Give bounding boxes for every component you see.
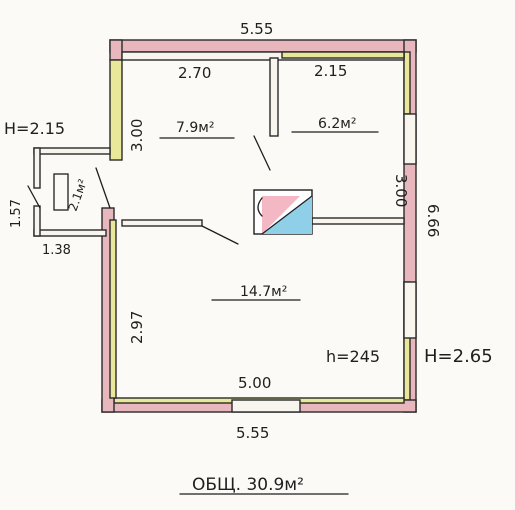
height-labels: H=2.15 h=245 H=2.65	[4, 119, 493, 367]
partition-vertical	[269, 57, 279, 137]
area-underlines	[159, 131, 379, 495]
dim-top-left-room: 2.70	[178, 64, 211, 82]
stove-fill-pink	[262, 196, 300, 234]
stove-diagonal	[261, 195, 313, 235]
dim-bottom-inner: 5.00	[238, 374, 271, 392]
left-lower-wall-inner	[109, 219, 117, 399]
dim-top-right-room: 2.15	[314, 62, 347, 80]
right-window-lower	[403, 281, 417, 339]
door-porch	[95, 167, 111, 209]
height-outer: H=2.65	[424, 346, 493, 367]
partition-left-horizontal	[121, 219, 203, 227]
left-upper-wall	[109, 59, 123, 161]
dim-right-upper: 3.00	[392, 174, 410, 207]
area-room-top-right: 6.2м²	[318, 116, 356, 132]
dim-porch-width: 1.38	[42, 243, 71, 258]
porch-door	[27, 185, 41, 209]
dim-bottom-outer: 5.55	[236, 424, 269, 442]
top-wall	[109, 39, 417, 53]
dim-top-outer: 5.55	[240, 20, 273, 38]
porch-left-wall-upper	[33, 147, 41, 189]
total-area: ОБЩ. 30.9м²	[192, 475, 304, 495]
right-wall-inner-upper	[403, 51, 411, 115]
stove-arc	[257, 197, 263, 217]
porch-bottom-wall	[33, 229, 107, 237]
right-window	[403, 113, 417, 165]
door-lower	[201, 225, 239, 245]
dimension-labels: 5.55 2.70 2.15 3.00 3.00 6.66 2.97 5.00 …	[9, 20, 442, 442]
partition-right-horizontal	[311, 217, 405, 225]
area-room-top-left: 7.9м²	[176, 120, 214, 136]
height-porch: H=2.15	[4, 119, 65, 138]
porch-steps	[53, 173, 69, 211]
doors	[95, 135, 271, 245]
dim-left-lower: 2.97	[128, 311, 146, 344]
dim-left-upper: 3.00	[128, 119, 146, 152]
height-inner: h=245	[326, 347, 380, 366]
porch-top-wall	[33, 147, 111, 155]
dim-right-total: 6.66	[424, 204, 442, 237]
exterior-walls	[101, 39, 417, 413]
dim-porch-height: 1.57	[9, 199, 24, 228]
left-wall-corner	[109, 39, 123, 61]
porch-left-wall-lower	[33, 205, 41, 237]
door-upper	[253, 135, 271, 171]
top-right-inner-wall	[281, 51, 405, 59]
bottom-window	[231, 399, 301, 413]
area-room-main: 14.7м²	[240, 284, 287, 300]
porch	[27, 147, 111, 237]
stove	[253, 189, 313, 235]
area-porch: 2.1м²	[66, 177, 90, 213]
